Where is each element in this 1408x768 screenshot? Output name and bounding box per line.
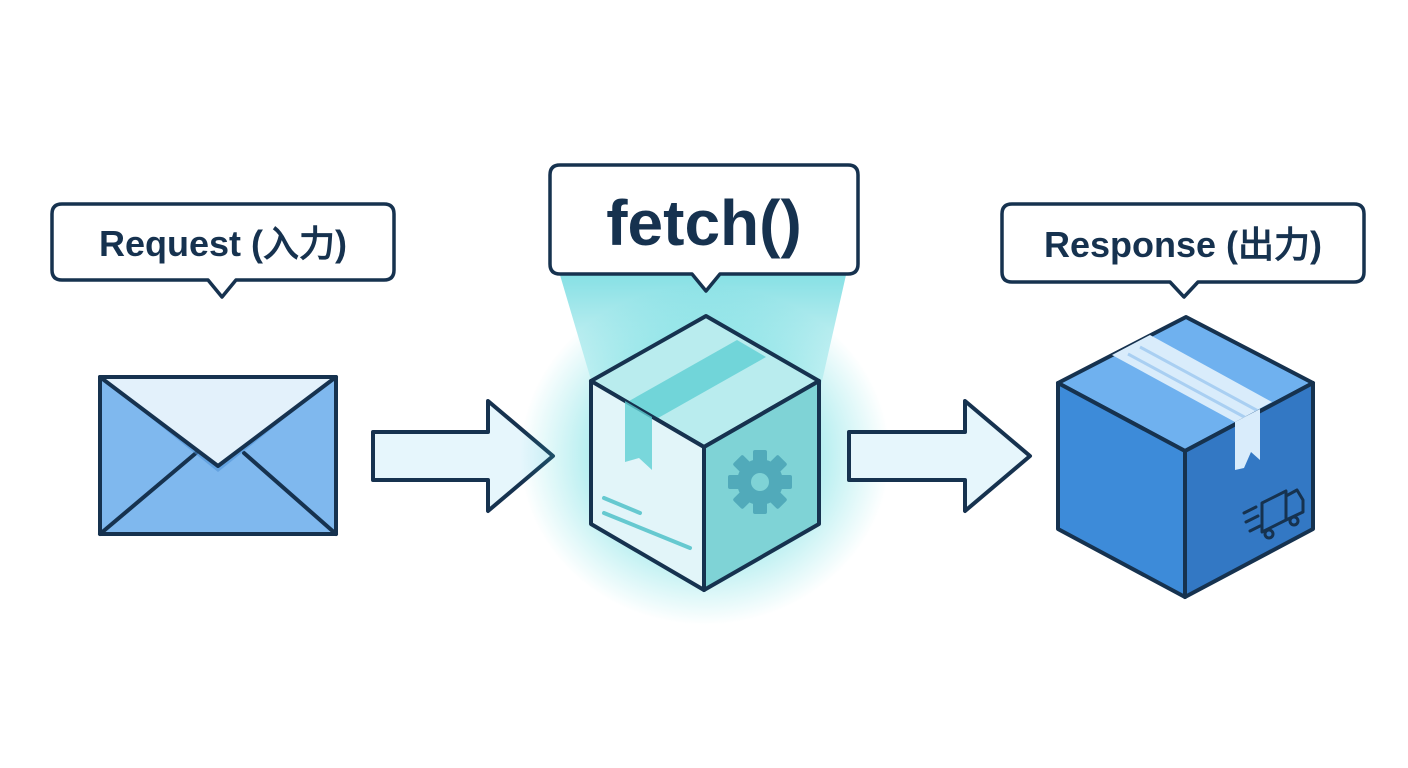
fetch-callout: fetch()	[548, 163, 860, 293]
glowing-box-gear-icon	[589, 314, 821, 592]
fetch-label: fetch()	[606, 187, 802, 259]
arrow-right-icon	[371, 399, 555, 513]
truck-icon	[1242, 488, 1305, 540]
response-label: Response (出力)	[1044, 224, 1322, 265]
gear-icon	[728, 450, 792, 514]
arrow-right-icon	[847, 399, 1032, 513]
response-callout: Response (出力)	[1000, 202, 1366, 299]
delivery-box-truck-icon	[1056, 315, 1315, 599]
request-label: Request (入力)	[99, 223, 347, 264]
envelope-icon	[98, 375, 338, 536]
request-callout: Request (入力)	[50, 202, 396, 299]
